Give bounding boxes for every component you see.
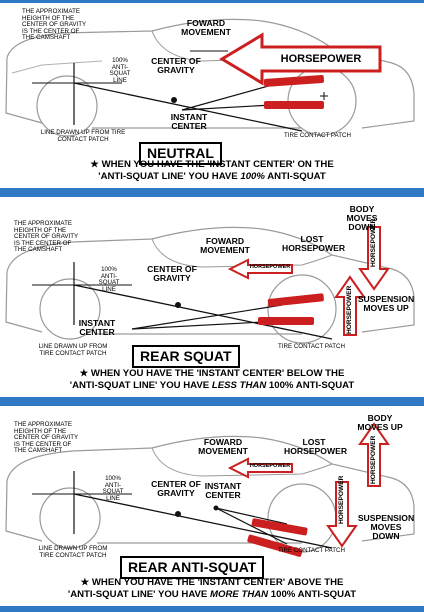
panel-title: REAR SQUAT xyxy=(132,345,240,369)
caption: ★ WHEN YOU HAVE THE 'INSTANT CENTER' BEL… xyxy=(2,368,422,392)
caption-post: 100% ANTI-SQUAT xyxy=(270,588,357,600)
panel-separator-top xyxy=(0,0,424,3)
cg-note: THE APPROXIMATE HEIGHTH OF THE CENTER OF… xyxy=(14,421,79,454)
caption-emphasis: MORE THAN xyxy=(210,588,269,600)
forward-movement-label: FOWARD MOVEMENT xyxy=(198,437,248,457)
neutral-diagram xyxy=(5,18,415,137)
rear-anti-squat-diagram xyxy=(5,422,415,557)
instant-center-label: INSTANT CENTER xyxy=(78,318,116,338)
caption-emphasis: 100% xyxy=(240,170,265,182)
caption-post: ANTI-SQUAT xyxy=(267,170,326,182)
line-drawn-label: LINE DRAWN UP FROM TIRE CONTACT PATCH xyxy=(38,343,108,357)
tire-contact-label: TIRE CONTACT PATCH xyxy=(284,132,351,139)
panel-title: NEUTRAL xyxy=(139,142,222,166)
caption-line-1: WHEN YOU HAVE THE 'INSTANT CENTER' ABOVE… xyxy=(91,577,344,588)
lost-horsepower-label: LOST HORSEPOWER xyxy=(284,437,348,457)
caption: ★ WHEN YOU HAVE THE 'INSTANT CENTER' ABO… xyxy=(2,577,422,601)
horsepower-arrow-label: HORSEPOWER xyxy=(280,53,362,65)
forward-movement-label: FOWARD MOVEMENT xyxy=(181,18,231,38)
caption-pre: 'ANTI-SQUAT LINE' YOU HAVE xyxy=(69,379,210,391)
panel-separator-2 xyxy=(0,397,424,406)
anti-squat-label: 100% ANTI-SQUAT LINE xyxy=(102,475,124,502)
instant-center-label: INSTANT CENTER xyxy=(204,481,242,501)
panel-separator-1 xyxy=(0,188,424,197)
panel-separator-bottom xyxy=(0,606,424,612)
instant-center-label: INSTANT CENTER xyxy=(170,112,208,132)
line-drawn-label: LINE DRAWN UP FROM TIRE CONTACT PATCH xyxy=(38,545,108,559)
body-moves-label: BODY MOVES DOWN xyxy=(346,204,378,233)
caption-line-1: WHEN YOU HAVE THE 'INSTANT CENTER' BELOW… xyxy=(90,368,345,379)
anti-squat-label: 100% ANTI-SQUAT LINE xyxy=(98,266,120,293)
caption: ★ WHEN YOU HAVE THE 'INSTANT CENTER' ON … xyxy=(2,159,422,183)
anti-squat-label: 100% ANTI-SQUAT LINE xyxy=(109,57,131,84)
horsepower-arrow-label: HORSEPOWER xyxy=(249,264,291,270)
line-drawn-label: LINE DRAWN UP FROM TIRE CONTACT PATCH xyxy=(40,129,126,143)
forward-movement-label: FOWARD MOVEMENT xyxy=(200,236,250,256)
suspension-moves-label: SUSPENSION MOVES DOWN xyxy=(357,513,415,542)
lost-horsepower-label: LOST HORSEPOWER xyxy=(282,234,346,254)
horsepower-arrow-label: HORSEPOWER xyxy=(249,463,291,469)
panel-title: REAR ANTI-SQUAT xyxy=(120,556,265,580)
caption-post: 100% ANTI-SQUAT xyxy=(268,379,355,391)
body-moves-label: BODY MOVES UP xyxy=(357,413,403,433)
cg-note: THE APPROXIMATE HEIGHTH OF THE CENTER OF… xyxy=(14,220,79,253)
cg-label: CENTER OF GRAVITY xyxy=(147,264,197,284)
suspension-horsepower-arrow-label: HORSEPOWER xyxy=(338,475,345,524)
cg-note: THE APPROXIMATE HEIGHTH OF THE CENTER OF… xyxy=(22,8,87,41)
suspension-moves-label: SUSPENSION MOVES UP xyxy=(357,294,415,314)
rear-anti-squat-panel: THE APPROXIMATE HEIGHTH OF THE CENTER OF… xyxy=(2,406,422,606)
caption-emphasis: LESS THAN xyxy=(211,379,267,391)
rear-squat-panel: THE APPROXIMATE HEIGHTH OF THE CENTER OF… xyxy=(2,197,422,397)
cg-label: CENTER OF GRAVITY xyxy=(151,56,201,76)
body-horsepower-arrow-label: HORSEPOWER xyxy=(370,218,377,267)
suspension-horsepower-arrow-label: HORSEPOWER xyxy=(346,285,353,334)
tire-contact-label: TIRE CONTACT PATCH xyxy=(278,343,345,350)
caption-pre: 'ANTI-SQUAT LINE' YOU HAVE xyxy=(67,588,208,600)
caption-line-1: WHEN YOU HAVE THE 'INSTANT CENTER' ON TH… xyxy=(101,159,334,170)
neutral-panel: THE APPROXIMATE HEIGHTH OF THE CENTER OF… xyxy=(2,3,422,188)
rear-squat-diagram xyxy=(5,226,415,344)
body-horsepower-arrow-label: HORSEPOWER xyxy=(370,435,377,484)
star-icon: ★ xyxy=(79,368,89,379)
caption-pre: 'ANTI-SQUAT LINE' YOU HAVE xyxy=(98,170,238,182)
star-icon: ★ xyxy=(90,159,99,170)
star-icon: ★ xyxy=(80,577,90,588)
cg-label: CENTER OF GRAVITY xyxy=(151,479,201,499)
tire-contact-label: TIRE CONTACT PATCH xyxy=(278,547,345,554)
